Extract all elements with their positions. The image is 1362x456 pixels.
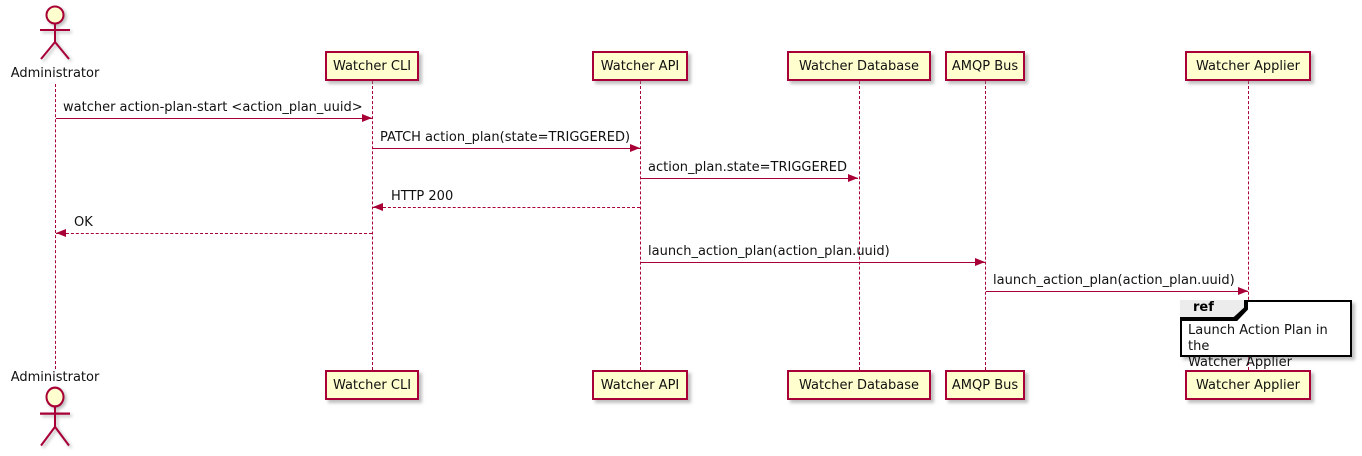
lifeline-watcher-api <box>640 81 641 370</box>
message-2-label: PATCH action_plan(state=TRIGGERED) <box>380 130 631 145</box>
message-4-label: HTTP 200 <box>391 189 454 204</box>
participant-watcher-applier-top: Watcher Applier <box>1185 51 1311 81</box>
message-7-line <box>986 291 1248 292</box>
message-5-arrowhead-icon <box>56 229 66 237</box>
message-1-line <box>56 118 372 119</box>
message-2-line <box>373 148 640 149</box>
participant-amqp-bus-bottom: AMQP Bus <box>945 370 1025 400</box>
message-1-arrowhead-icon <box>362 114 372 122</box>
message-5-label: OK <box>74 215 93 230</box>
ref-keyword: ref <box>1180 300 1244 317</box>
ref-text-line-2: Watcher Applier <box>1188 355 1292 370</box>
message-3-line <box>641 178 858 179</box>
message-7-label: launch_action_plan(action_plan.uuid) <box>993 273 1235 288</box>
participant-watcher-api-top: Watcher API <box>592 51 688 81</box>
lifeline-watcher-database <box>859 81 860 370</box>
participant-watcher-applier-bottom: Watcher Applier <box>1185 370 1311 400</box>
message-3-label: action_plan.state=TRIGGERED <box>648 160 847 175</box>
ref-fragment: ref Launch Action Plan in the Watcher Ap… <box>1180 300 1352 370</box>
message-6-line <box>641 262 985 263</box>
participant-watcher-database-top: Watcher Database <box>787 51 931 81</box>
participant-watcher-cli-top: Watcher CLI <box>325 51 419 81</box>
message-6-arrowhead-icon <box>975 258 985 266</box>
participant-watcher-database-bottom: Watcher Database <box>787 370 931 400</box>
participant-watcher-api-bottom: Watcher API <box>592 370 688 400</box>
actor-administrator-icon <box>40 5 70 60</box>
ref-text: Launch Action Plan in the Watcher Applie… <box>1188 323 1350 371</box>
lifeline-administrator <box>55 84 56 369</box>
actor-administrator-label-top: Administrator <box>10 66 100 81</box>
message-2-arrowhead-icon <box>630 144 640 152</box>
message-1-label: watcher action-plan-start <action_plan_u… <box>63 100 363 115</box>
lifeline-watcher-cli <box>372 81 373 370</box>
actor-administrator-icon-bottom <box>40 386 70 447</box>
message-7-arrowhead-icon <box>1238 287 1248 295</box>
participant-amqp-bus-top: AMQP Bus <box>945 51 1025 81</box>
lifeline-amqp-bus <box>985 81 986 370</box>
message-5-line <box>56 233 372 234</box>
message-4-arrowhead-icon <box>373 203 383 211</box>
lifeline-watcher-applier <box>1248 81 1249 370</box>
actor-administrator-label-bottom: Administrator <box>10 370 100 385</box>
message-6-label: launch_action_plan(action_plan.uuid) <box>648 244 890 259</box>
message-3-arrowhead-icon <box>848 174 858 182</box>
ref-text-line-1: Launch Action Plan in the <box>1188 323 1328 354</box>
participant-watcher-cli-bottom: Watcher CLI <box>325 370 419 400</box>
message-4-line <box>373 207 640 208</box>
